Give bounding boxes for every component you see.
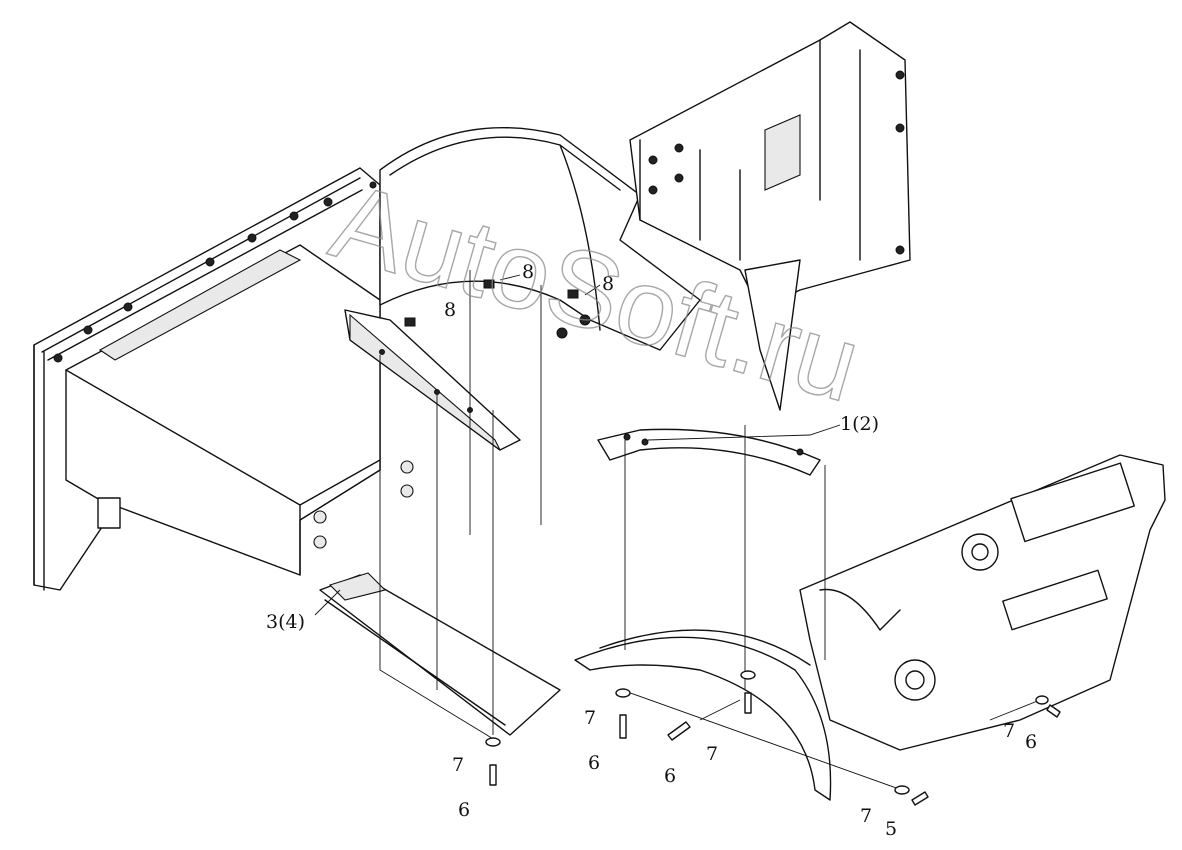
label-7a: 7 <box>452 754 464 776</box>
label-6a: 6 <box>458 799 470 821</box>
label-7b: 7 <box>584 707 596 729</box>
label-6d: 6 <box>1025 731 1037 753</box>
label-7d: 7 <box>860 805 872 827</box>
label-8a: 8 <box>522 261 534 283</box>
label-8b: 8 <box>602 273 614 295</box>
label-3-4: 3(4) <box>266 611 305 633</box>
floor-tunnel-box <box>65 244 414 576</box>
washer-icon <box>894 785 910 795</box>
label-5: 5 <box>885 818 897 840</box>
clip-icon <box>404 317 416 327</box>
step-panel-right <box>799 454 1166 751</box>
washer-icon <box>740 670 756 680</box>
label-1-2: 1(2) <box>840 413 879 435</box>
bolt-icon <box>619 714 627 739</box>
label-6c: 6 <box>664 765 676 787</box>
label-7c: 7 <box>706 743 718 765</box>
label-7e: 7 <box>1003 720 1015 742</box>
bolt-icon <box>489 764 497 786</box>
bolt-icon <box>1046 704 1061 718</box>
screw-icon <box>911 791 929 806</box>
clip-icon <box>567 289 579 299</box>
frame-bracket-assembly <box>629 21 911 411</box>
rear-wheel-arch-upper <box>379 127 701 351</box>
fasteners <box>404 279 1061 806</box>
part-3-bracket <box>344 309 521 451</box>
clip-icon <box>483 279 495 289</box>
washer-icon <box>1035 695 1049 705</box>
part-1-wheel-arch <box>574 428 832 801</box>
floor-plate <box>319 572 561 736</box>
bolt-icon <box>744 692 752 714</box>
washer-icon <box>485 737 501 747</box>
washer-icon <box>615 688 631 698</box>
bolt-icon <box>667 721 691 741</box>
callout-leaders <box>314 274 841 616</box>
label-8c: 8 <box>444 299 456 321</box>
label-6b: 6 <box>588 752 600 774</box>
assembly-leader-lines <box>379 270 1041 791</box>
